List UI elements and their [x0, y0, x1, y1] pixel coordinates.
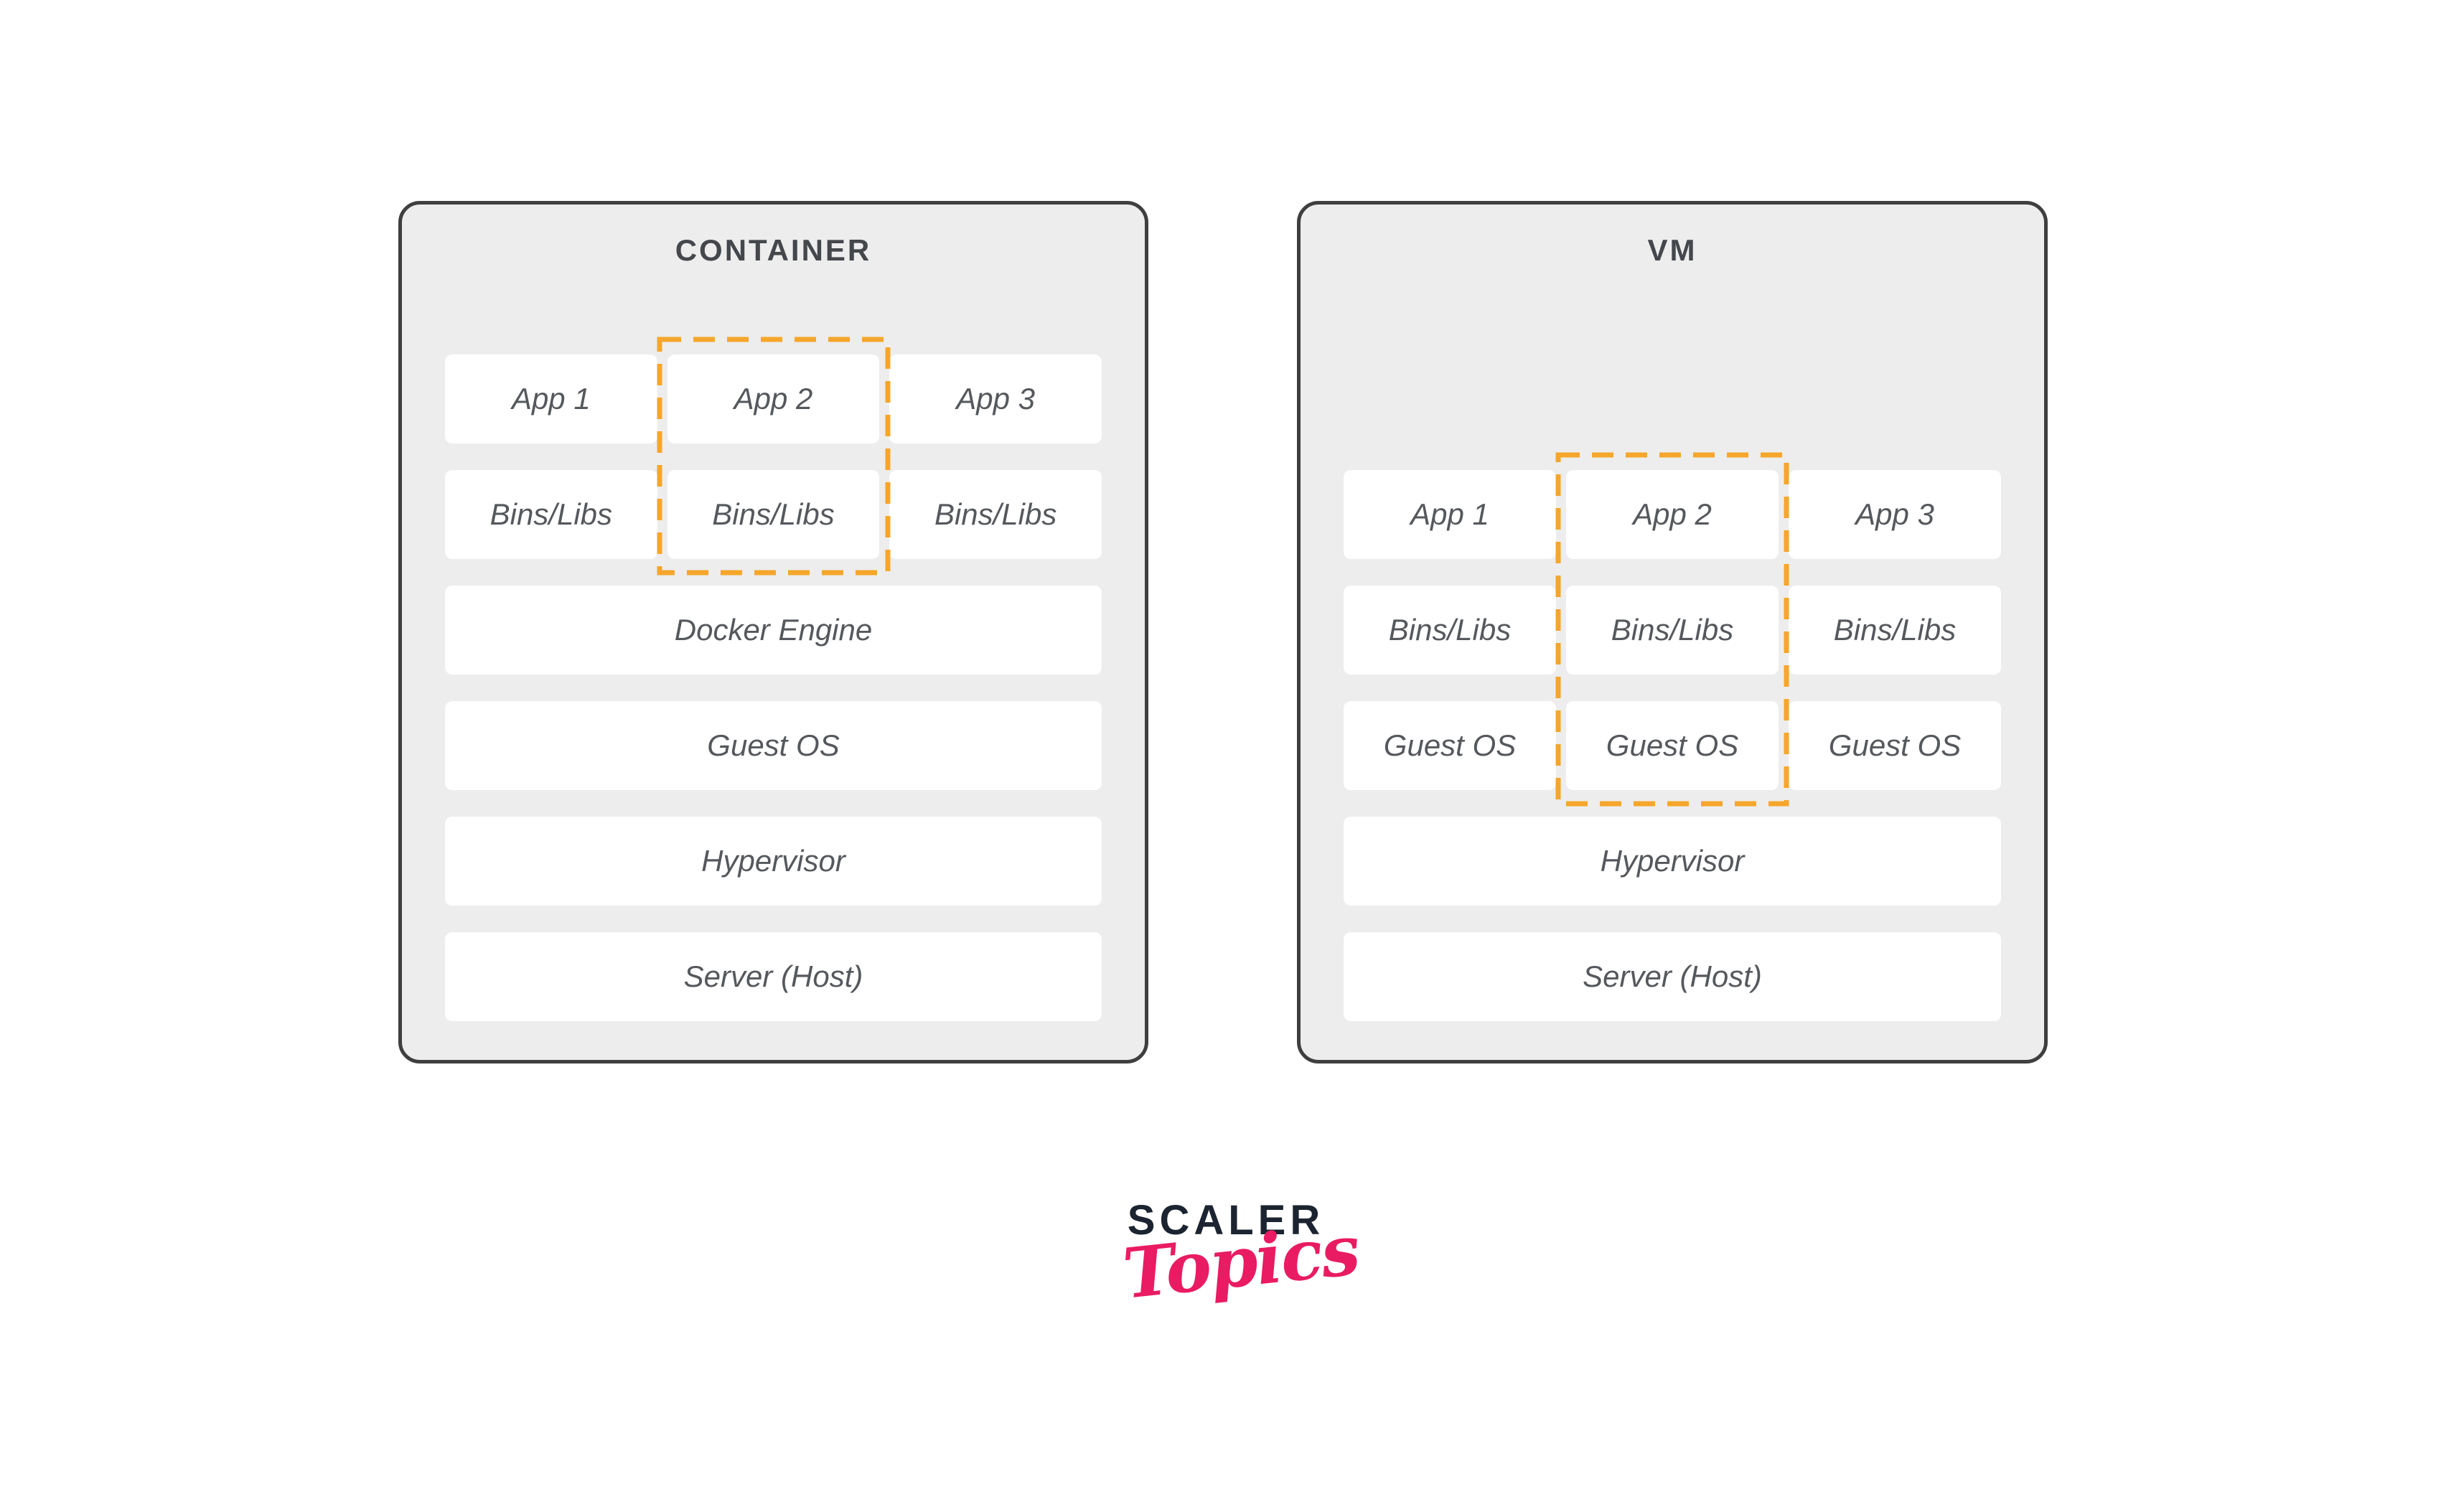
- app-card: App 3: [1789, 470, 2001, 559]
- server-host-row: Server (Host): [445, 932, 1102, 1021]
- bins-libs-card: Bins/Libs: [1566, 586, 1779, 675]
- bins-libs-card: Bins/Libs: [1789, 586, 2001, 675]
- vm-guest-os-row: Guest OS Guest OS Guest OS: [1344, 701, 2001, 790]
- container-apps-row: App 1 App 2 App 3: [445, 354, 1102, 443]
- app-card: App 2: [667, 354, 880, 443]
- scaler-wordmark: SCALER: [1127, 1197, 1325, 1244]
- app-card: App 3: [889, 354, 1102, 443]
- guest-os-card: Guest OS: [1566, 701, 1779, 790]
- docker-engine-row: Docker Engine: [445, 586, 1102, 675]
- docker-engine-card: Docker Engine: [445, 586, 1102, 675]
- scaler-topics-logo: SCALER Topics: [1097, 1197, 1363, 1315]
- bins-libs-card: Bins/Libs: [889, 470, 1102, 559]
- container-bins-row: Bins/Libs Bins/Libs Bins/Libs: [445, 470, 1102, 559]
- bins-libs-card: Bins/Libs: [1344, 586, 1556, 675]
- server-host-card: Server (Host): [1344, 932, 2001, 1021]
- vm-bins-row: Bins/Libs Bins/Libs Bins/Libs: [1344, 586, 2001, 675]
- container-panel: CONTAINER App 1 App 2 App 3 Bins/Libs Bi…: [398, 201, 1148, 1063]
- guest-os-row: Guest OS: [445, 701, 1102, 790]
- guest-os-card: Guest OS: [445, 701, 1102, 790]
- hypervisor-card: Hypervisor: [1344, 817, 2001, 906]
- vm-panel-title: VM: [1647, 233, 1697, 267]
- guest-os-card: Guest OS: [1344, 701, 1556, 790]
- app-card: App 2: [1566, 470, 1779, 559]
- vm-panel: VM App 1 App 2 App 3 Bins/Libs Bins/Libs…: [1297, 201, 2048, 1063]
- app-card: App 1: [445, 354, 657, 443]
- hypervisor-card: Hypervisor: [445, 817, 1102, 906]
- app-card: App 1: [1344, 470, 1556, 559]
- container-panel-title: CONTAINER: [675, 233, 872, 267]
- hypervisor-row: Hypervisor: [1344, 817, 2001, 906]
- server-host-card: Server (Host): [445, 932, 1102, 1021]
- bins-libs-card: Bins/Libs: [445, 470, 657, 559]
- server-host-row: Server (Host): [1344, 932, 2001, 1021]
- hypervisor-row: Hypervisor: [445, 817, 1102, 906]
- bins-libs-card: Bins/Libs: [667, 470, 880, 559]
- guest-os-card: Guest OS: [1789, 701, 2001, 790]
- vm-apps-row: App 1 App 2 App 3: [1344, 470, 2001, 559]
